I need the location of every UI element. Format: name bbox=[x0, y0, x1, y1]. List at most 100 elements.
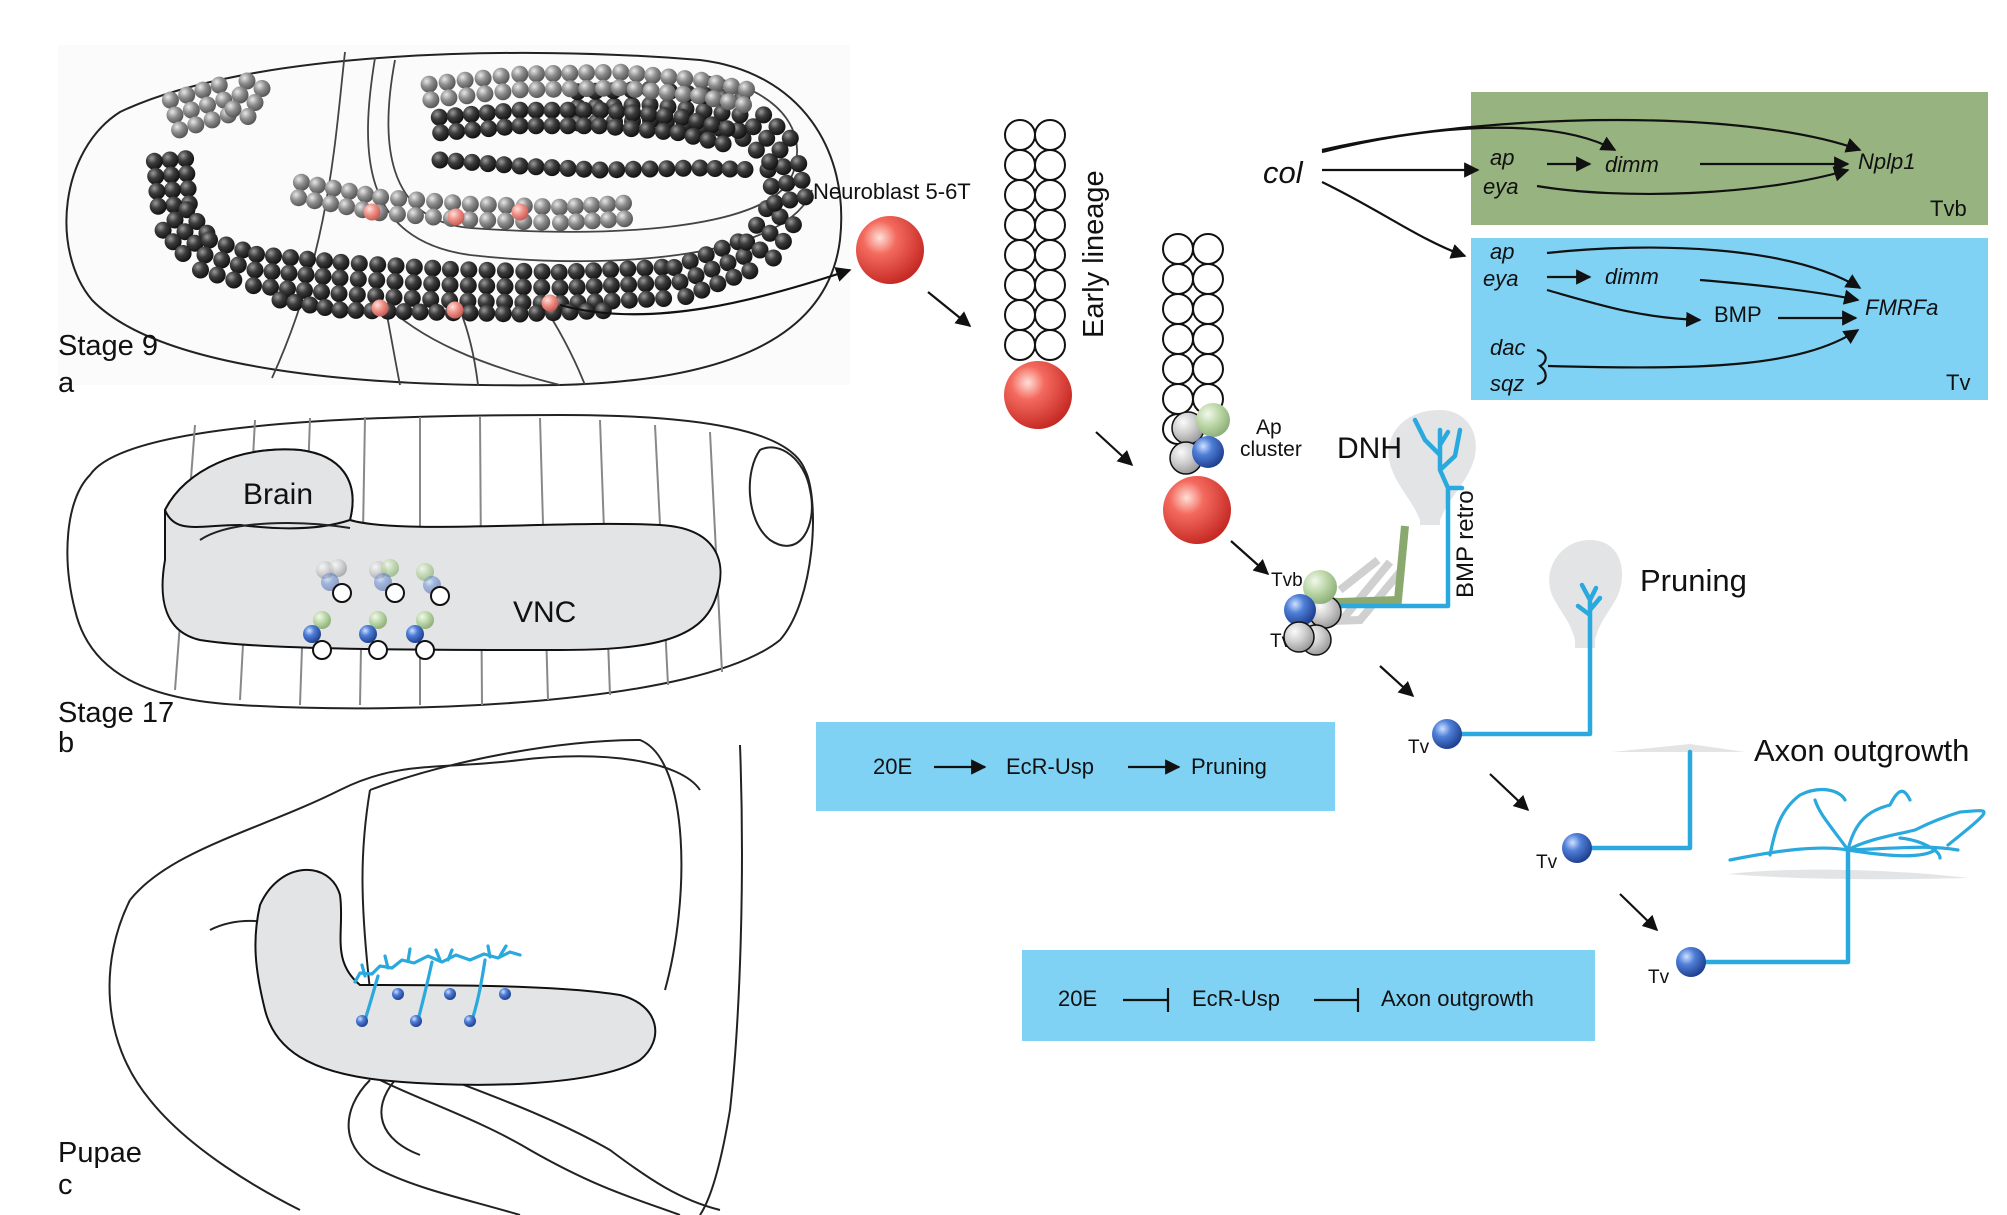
embryo-bead bbox=[653, 258, 671, 276]
embryo-bead bbox=[638, 121, 656, 139]
embryo-bead bbox=[600, 211, 617, 229]
embryo-bead bbox=[178, 86, 196, 104]
embryo-bead bbox=[372, 188, 390, 206]
embryo-bead bbox=[494, 103, 512, 121]
embryo-bead bbox=[619, 260, 637, 278]
embryo-bead bbox=[178, 201, 196, 219]
embryo-bead bbox=[332, 253, 350, 271]
embryo-bead bbox=[511, 157, 529, 175]
embryo-bead bbox=[761, 224, 779, 242]
embryo-bead bbox=[478, 277, 496, 295]
embryo-bead bbox=[224, 100, 242, 118]
embryo-bead bbox=[709, 275, 727, 293]
embryo-bead bbox=[637, 275, 655, 293]
pupa-thorax-outline bbox=[369, 738, 683, 991]
embryo-bead bbox=[479, 211, 497, 229]
embryo-bead bbox=[551, 279, 569, 297]
embryo-bead bbox=[164, 233, 182, 251]
mouth-hook bbox=[748, 446, 813, 547]
embryo-bead bbox=[590, 117, 608, 135]
embryo-bead bbox=[301, 296, 319, 314]
embryo-bead bbox=[660, 68, 678, 86]
embryo-bead bbox=[148, 182, 166, 200]
embryo-bead bbox=[356, 185, 374, 203]
brain-boundary bbox=[199, 522, 351, 541]
embryo-bead bbox=[461, 211, 479, 229]
embryo-bead bbox=[461, 195, 479, 213]
tv-cell bbox=[1562, 833, 1592, 863]
embryo-bead bbox=[426, 192, 444, 210]
tv-label: Tv bbox=[1648, 967, 1670, 988]
embryo-bead bbox=[161, 91, 179, 109]
tvb-gene-dimm: dimm bbox=[1605, 152, 1659, 177]
network-arrow bbox=[1547, 329, 1860, 369]
pathway-receptor: EcR-Usp bbox=[1006, 754, 1094, 779]
embryo-bead bbox=[176, 223, 194, 241]
embryo-bead bbox=[796, 188, 814, 206]
embryo-bead bbox=[612, 63, 630, 81]
embryo-bead bbox=[706, 160, 724, 177]
cns-shape bbox=[254, 869, 657, 1086]
network-arrow bbox=[1546, 246, 1862, 289]
embryo-bead bbox=[405, 258, 423, 276]
embryo-bead bbox=[771, 208, 789, 226]
neuroblast-dots bbox=[145, 63, 814, 323]
embryo-bead bbox=[165, 196, 183, 214]
embryo-bead bbox=[748, 216, 766, 234]
embryo-bead bbox=[446, 107, 464, 125]
embryo-bead bbox=[388, 205, 406, 223]
dac-sqz-brace bbox=[1536, 348, 1547, 386]
embryo-bead bbox=[196, 246, 214, 264]
embryo-bead bbox=[424, 208, 442, 226]
tvb-neuron-projection bbox=[1323, 417, 1465, 609]
embryo-bead bbox=[568, 278, 586, 296]
embryo-bead bbox=[705, 90, 722, 108]
embryo-bead bbox=[693, 281, 711, 299]
embryo-bead bbox=[368, 271, 386, 289]
pathway-receptor: EcR-Usp bbox=[1192, 986, 1280, 1011]
embryo-bead bbox=[747, 141, 765, 159]
embryo-bead bbox=[578, 64, 595, 82]
tv-gene-sqz: sqz bbox=[1490, 371, 1524, 396]
embryo-bead bbox=[349, 270, 367, 288]
embryo-bead bbox=[784, 216, 802, 234]
embryo-bead bbox=[790, 155, 808, 173]
embryo-bead bbox=[296, 281, 313, 299]
embryo-bead bbox=[585, 277, 603, 295]
vnc-label: VNC bbox=[513, 596, 576, 629]
embryo-bead bbox=[697, 246, 715, 264]
embryo-bead bbox=[238, 72, 256, 90]
embryo-bead bbox=[762, 177, 780, 195]
embryo-bead bbox=[595, 79, 612, 97]
embryo-bead bbox=[718, 120, 736, 138]
pathway-inhibition bbox=[1123, 988, 1170, 1012]
embryo-bead bbox=[567, 263, 585, 280]
embryo-bead bbox=[615, 194, 632, 212]
embryo-bead bbox=[213, 251, 231, 269]
embryo-bead bbox=[720, 93, 737, 111]
embryo-bead bbox=[248, 245, 265, 263]
embryo-bead bbox=[723, 77, 740, 95]
embryo-bead bbox=[714, 135, 732, 153]
embryo-bead bbox=[480, 120, 498, 138]
embryo-bead bbox=[671, 273, 689, 291]
embryo-bead bbox=[669, 124, 687, 142]
embryo-bead bbox=[674, 85, 692, 103]
embryo-bead bbox=[766, 194, 784, 212]
network-arrow bbox=[1699, 278, 1860, 305]
embryo-bead bbox=[543, 117, 561, 135]
embryo-bead bbox=[403, 289, 421, 307]
embryo-bead bbox=[423, 275, 441, 293]
embryo-bead bbox=[693, 71, 710, 89]
embryo-bead bbox=[478, 304, 496, 322]
embryo-bead bbox=[497, 196, 515, 214]
embryo-bead bbox=[741, 262, 759, 280]
embryo-bead bbox=[406, 207, 424, 225]
embryo-bead bbox=[658, 160, 676, 178]
embryo-bead bbox=[606, 118, 624, 136]
embryo-bead bbox=[476, 85, 494, 103]
embryo-bead bbox=[369, 256, 387, 274]
embryo-bead bbox=[528, 81, 546, 98]
embryo-bead bbox=[348, 286, 366, 304]
embryo-bead bbox=[559, 159, 577, 177]
